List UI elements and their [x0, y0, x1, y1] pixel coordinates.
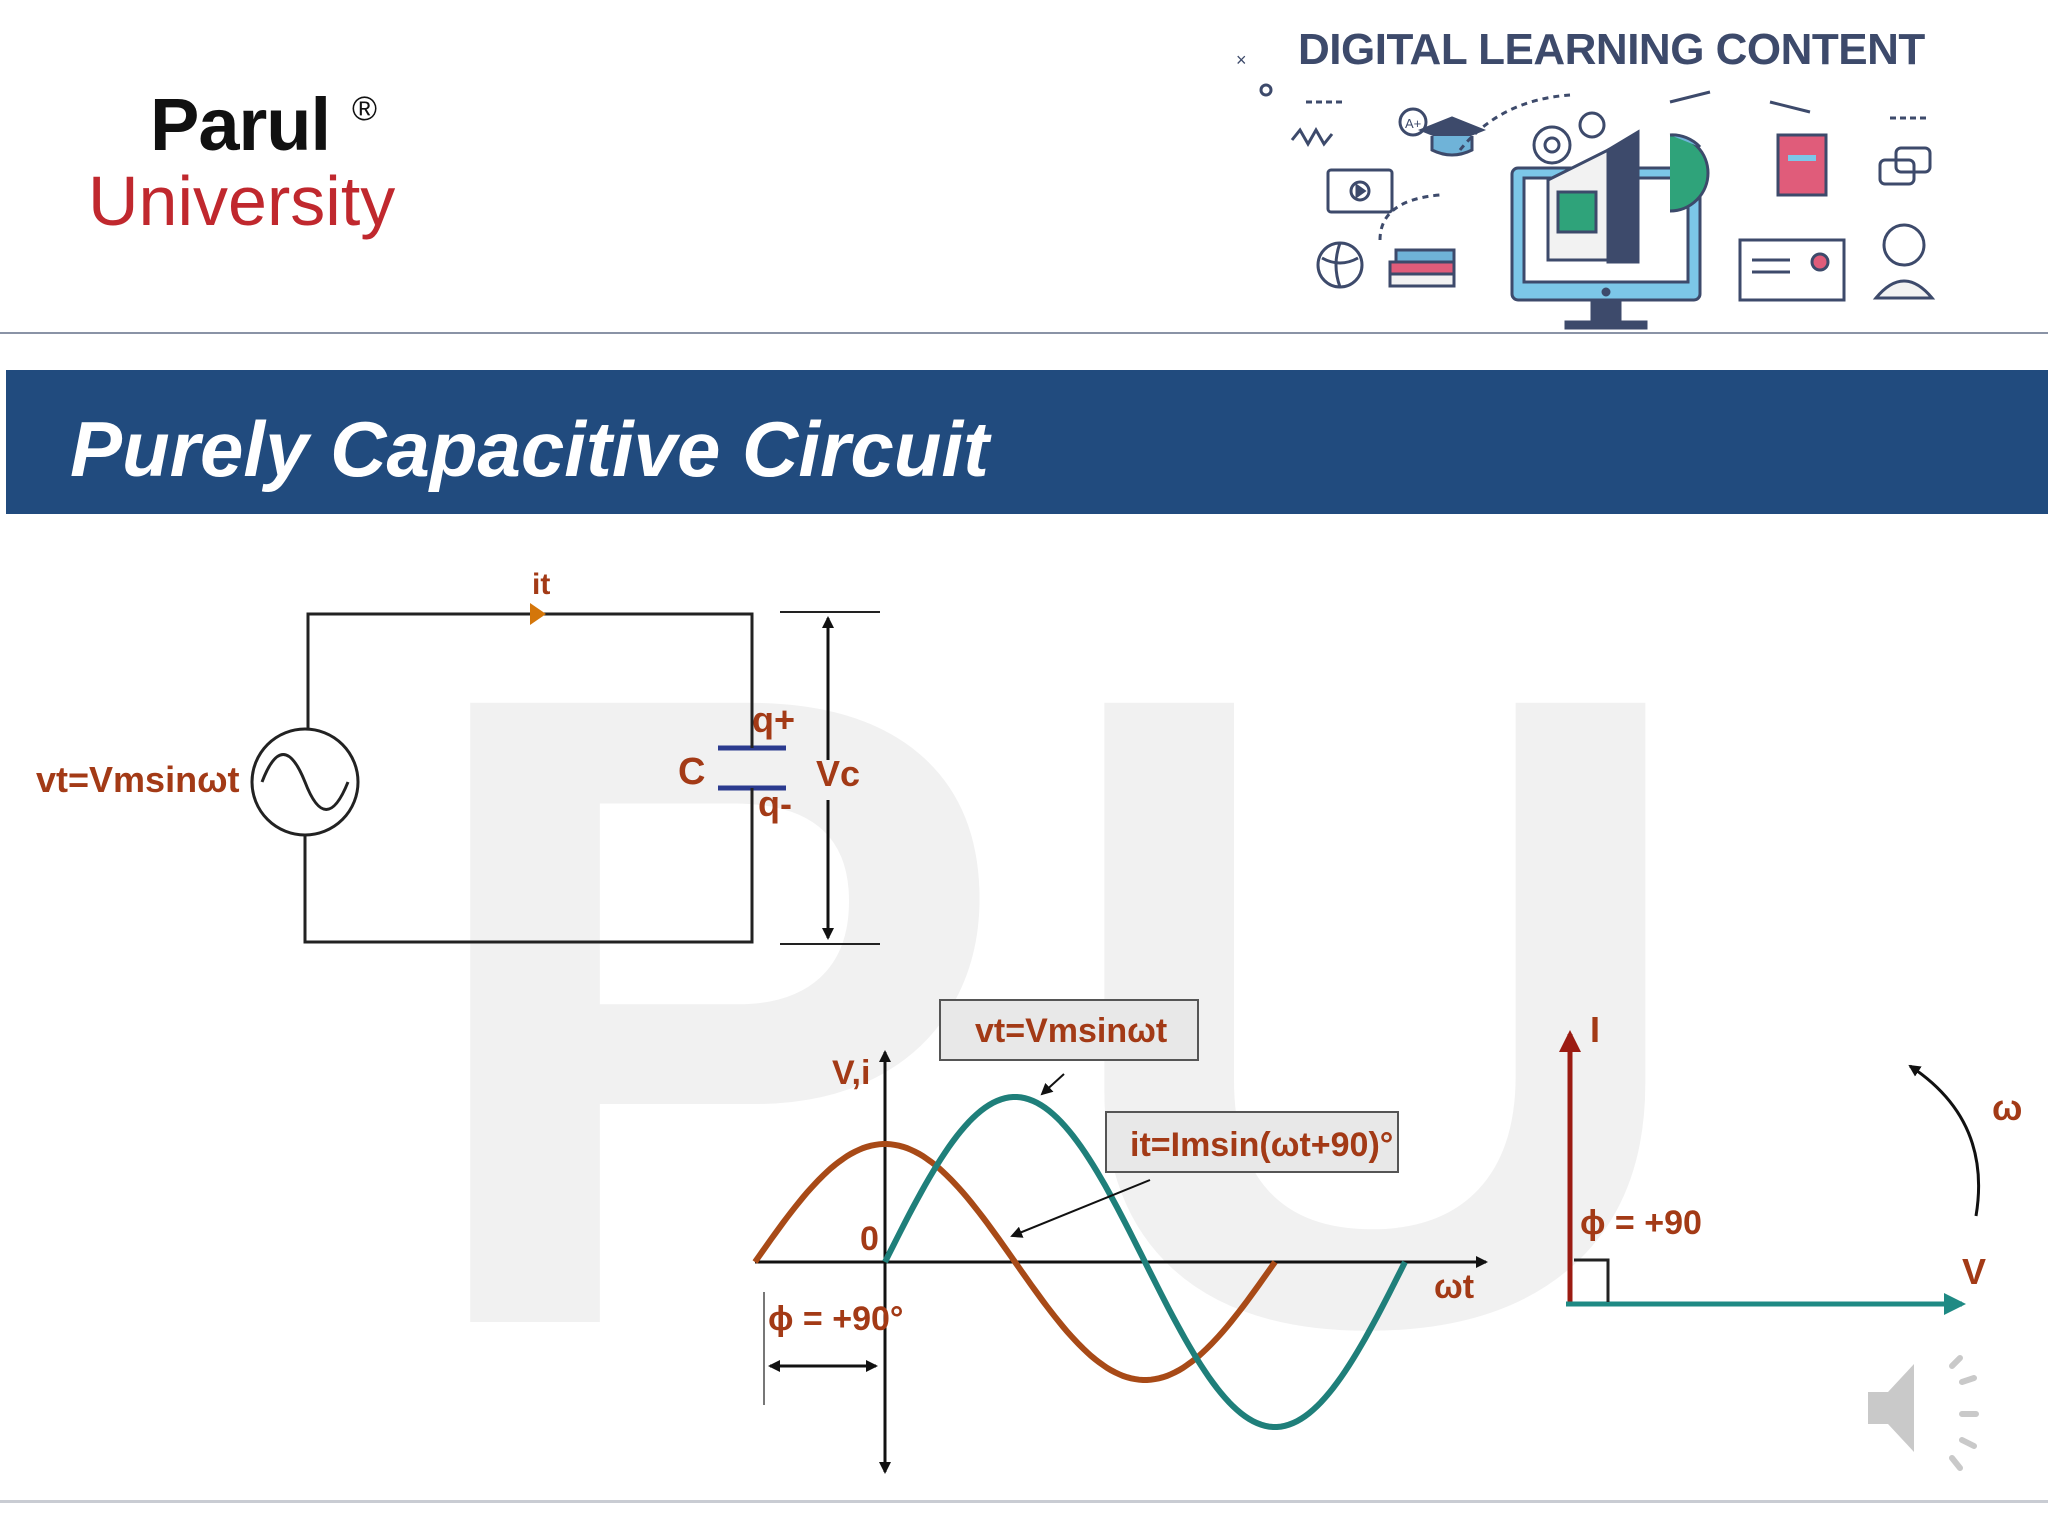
- phasor-current-label: I: [1590, 1009, 1600, 1050]
- id-card-icon: [1738, 238, 1846, 302]
- footer-divider: [0, 1500, 2048, 1503]
- speaker-icon[interactable]: [1868, 1355, 1979, 1471]
- vc-label: Vc: [816, 753, 860, 794]
- logo-university: University: [88, 162, 396, 240]
- voltage-callout-arrow: [1040, 1073, 1065, 1096]
- phasor-phase-label: ϕ = +90: [1580, 1204, 1702, 1242]
- charge-plus-label: q+: [752, 699, 795, 740]
- circuit-diagram: vt=Vmsinωt it C q+ q- Vc: [36, 568, 880, 945]
- voltage-eq-text: vt=Vmsinωt: [975, 1012, 1167, 1050]
- capacitor-icon: [718, 722, 786, 822]
- current-callout-arrow: [1010, 1179, 1151, 1238]
- phasor-diagram: I V ω ϕ = +90: [1559, 1009, 2022, 1315]
- current-eq-text: it=Imsin(ωt+90)°: [1130, 1126, 1393, 1164]
- voltage-curve: [882, 1094, 1408, 1430]
- omega-label: ω: [1992, 1087, 2022, 1128]
- right-angle-mark: [1574, 1258, 1610, 1302]
- chat-icon: [1878, 146, 1932, 186]
- book-icon: [1546, 129, 1640, 264]
- notebook-icon: [1776, 133, 1828, 197]
- rotation-arrow: [1908, 1064, 1981, 1217]
- vc-dimension-arrow: [780, 611, 880, 945]
- logo-registered-mark: ®: [352, 90, 378, 128]
- x-axis-label: ωt: [1434, 1268, 1474, 1306]
- phasor-voltage-label: V: [1962, 1251, 1986, 1292]
- video-icon: [1326, 168, 1394, 214]
- charge-minus-label: q-: [758, 783, 792, 824]
- digital-learning-illustration: × A+: [1236, 50, 1936, 330]
- waveform-graph: vt=Vmsinωt it=Imsin(ωt+90)° V,i 0 ωt ϕ =…: [752, 999, 1488, 1474]
- circuit-wire-bottom: [303, 796, 754, 944]
- svg-text:×: ×: [1236, 50, 1247, 70]
- header-divider: [0, 332, 2048, 334]
- source-label: vt=Vmsinωt: [36, 759, 239, 800]
- circuit-wire-top: [306, 612, 754, 728]
- svg-text:A+: A+: [1405, 116, 1421, 131]
- slide-title: Purely Capacitive Circuit: [70, 405, 990, 493]
- ac-source-icon: [250, 727, 360, 837]
- current-label: it: [532, 568, 550, 601]
- current-curve: [752, 1141, 1278, 1383]
- gear-icon: [1532, 111, 1606, 165]
- phase-label: ϕ = +90°: [768, 1300, 904, 1338]
- current-direction-arrow: [530, 603, 546, 625]
- origin-label: 0: [860, 1220, 879, 1258]
- title-banner: Purely Capacitive Circuit: [6, 370, 2048, 514]
- logo-parul: Parul: [150, 83, 331, 166]
- current-eq-box: [1105, 1111, 1399, 1173]
- graduation-cap-icon: A+: [1398, 107, 1487, 157]
- globe-icon: [1316, 241, 1364, 289]
- books-icon: [1388, 248, 1456, 288]
- capacitor-label: C: [678, 751, 705, 793]
- y-axis-label: V,i: [832, 1054, 870, 1092]
- globe-icon: [1669, 133, 1710, 213]
- dlc-title: DIGITAL LEARNING CONTENT: [1298, 25, 1925, 74]
- voltage-eq-box: [939, 999, 1199, 1061]
- support-agent-icon: [1872, 223, 1936, 300]
